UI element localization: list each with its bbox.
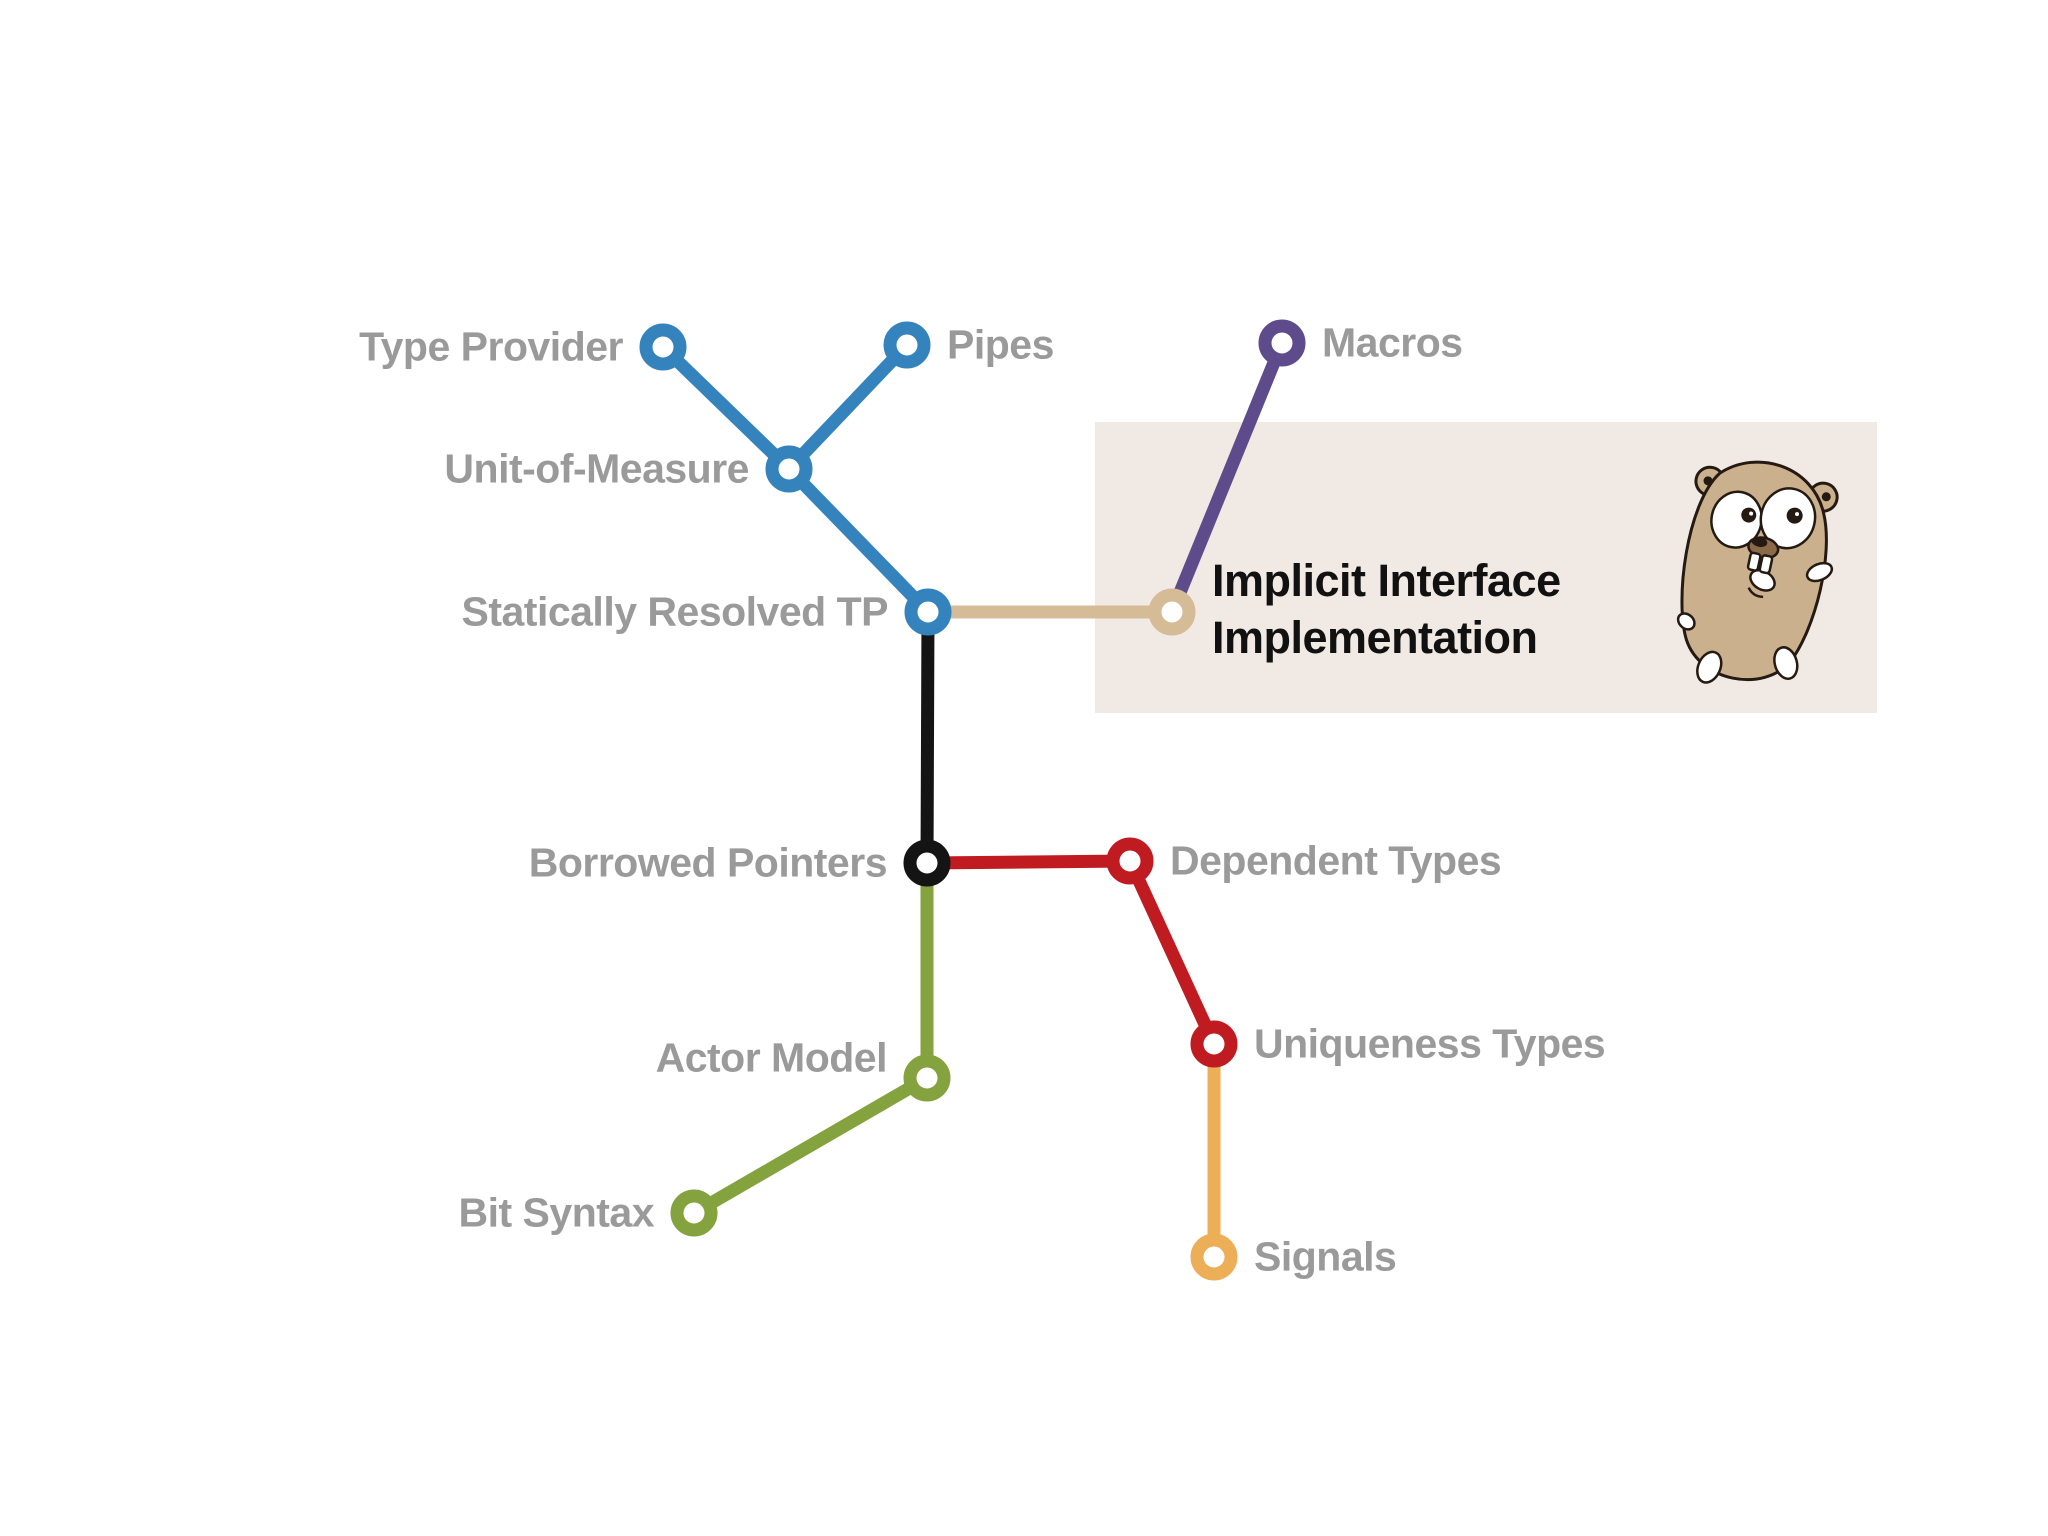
label-pipes: Pipes	[947, 321, 1054, 368]
highlight-label-line1: Implicit Interface	[1212, 555, 1561, 606]
edge-red-5	[920, 854, 1221, 1051]
node-uniqueness-types	[1190, 1020, 1238, 1068]
node-macros	[1258, 319, 1306, 367]
edge-purple-2	[1165, 336, 1289, 619]
node-pipes	[883, 321, 931, 369]
gopher-foot-right	[1773, 646, 1799, 680]
label-statically-resolved-tp: Statically Resolved TP	[461, 588, 888, 635]
node-bit-syntax	[670, 1189, 718, 1237]
node-borrowed-pointers	[903, 839, 951, 887]
label-actor-model: Actor Model	[655, 1034, 888, 1081]
edge-black-4	[920, 605, 935, 870]
label-uniqueness-types: Uniqueness Types	[1254, 1020, 1606, 1067]
go-gopher-illustration	[1676, 460, 1839, 684]
gopher-pupil-right-glint	[1795, 512, 1800, 517]
edges-layer	[656, 336, 1289, 1264]
label-type-provider: Type Provider	[359, 323, 623, 370]
gopher-pupil-right	[1786, 507, 1803, 524]
nodes-layer	[639, 319, 1306, 1281]
gopher-belly-line	[1747, 587, 1764, 599]
label-signals: Signals	[1254, 1233, 1397, 1280]
gopher-hand-left	[1676, 612, 1696, 631]
label-bit-syntax: Bit Syntax	[458, 1189, 655, 1236]
gopher-pupil-left-glint	[1749, 511, 1754, 516]
gopher-tooth-left	[1746, 551, 1762, 572]
node-unit-of-measure	[765, 445, 813, 493]
label-borrowed-pointers: Borrowed Pointers	[528, 839, 888, 886]
node-type-provider	[639, 323, 687, 371]
gopher-tooth-right	[1758, 554, 1774, 575]
node-statically-resolved-tp	[904, 588, 952, 636]
highlight-label-line2: Implementation	[1212, 612, 1538, 663]
highlight-label: Implicit Interface Implementation	[1212, 552, 1561, 666]
node-signals	[1190, 1233, 1238, 1281]
label-unit-of-measure: Unit-of-Measure	[444, 445, 749, 492]
gopher-ear-right-dot	[1821, 492, 1831, 502]
gopher-nose-tip	[1751, 536, 1768, 548]
label-dependent-types: Dependent Types	[1170, 837, 1502, 884]
gopher-foot-bottom	[1696, 650, 1723, 684]
label-macros: Macros	[1322, 319, 1463, 366]
node-implicit-interface	[1148, 588, 1196, 636]
gopher-pupil-left	[1741, 507, 1757, 523]
node-dependent-types	[1106, 837, 1154, 885]
node-actor-model	[903, 1054, 951, 1102]
edge-blue-1	[782, 338, 914, 476]
gopher-arm-right	[1805, 561, 1834, 583]
